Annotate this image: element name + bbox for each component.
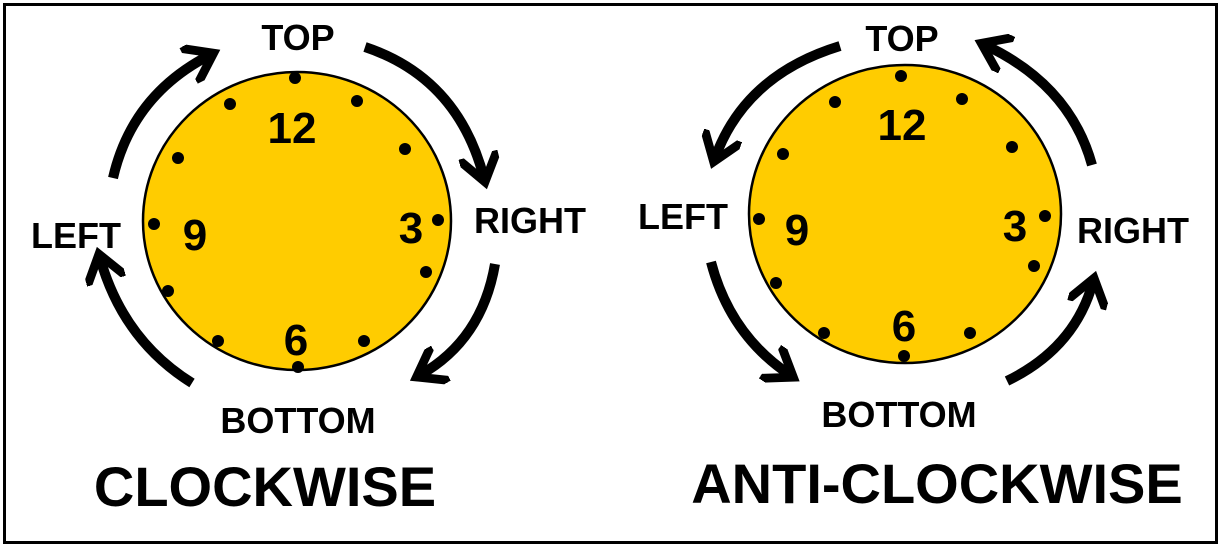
hour-dots — [148, 72, 444, 373]
number-9: 9 — [785, 206, 809, 255]
title-clockwise: CLOCKWISE — [94, 455, 436, 518]
arrow-right-to-bottom-icon — [420, 263, 500, 375]
label-bottom: BOTTOM — [220, 400, 375, 441]
title-anti-clockwise: ANTI-CLOCKWISE — [691, 452, 1183, 515]
arrows-clockwise — [100, 42, 500, 388]
hour-dots — [753, 70, 1051, 362]
number-12: 12 — [878, 101, 927, 150]
label-right: RIGHT — [474, 200, 586, 241]
label-top: TOP — [261, 17, 334, 58]
label-top: TOP — [865, 18, 938, 59]
outer-border — [3, 3, 1218, 544]
number-12: 12 — [268, 104, 317, 153]
number-3: 3 — [1003, 202, 1027, 251]
arrow-right-to-top-icon — [985, 45, 1097, 167]
clock-face — [747, 63, 1063, 365]
arrow-left-to-bottom-icon — [706, 260, 790, 375]
label-bottom: BOTTOM — [821, 394, 976, 435]
arrow-left-to-top-icon — [108, 55, 210, 180]
arrow-bottom-to-right-icon — [1004, 282, 1093, 386]
number-6: 6 — [892, 302, 916, 351]
number-9: 9 — [183, 211, 207, 260]
number-6: 6 — [284, 316, 308, 365]
arrow-bottom-to-left-icon — [100, 258, 195, 388]
label-right: RIGHT — [1077, 210, 1189, 251]
arrow-top-to-right-icon — [363, 42, 484, 178]
label-left: LEFT — [31, 215, 121, 256]
label-left: LEFT — [638, 196, 728, 237]
arrow-top-to-left-icon — [715, 41, 842, 158]
anti-clockwise-diagram: 12 3 6 9 TOP RIGHT BOTTOM LEFT ANTI-CLOC… — [638, 18, 1189, 515]
arrows-anti-clockwise — [706, 41, 1097, 386]
number-3: 3 — [399, 204, 423, 253]
clockwise-diagram: 12 3 6 9 TOP RIGHT BOTTOM LEFT CLOCKWISE — [31, 17, 586, 518]
